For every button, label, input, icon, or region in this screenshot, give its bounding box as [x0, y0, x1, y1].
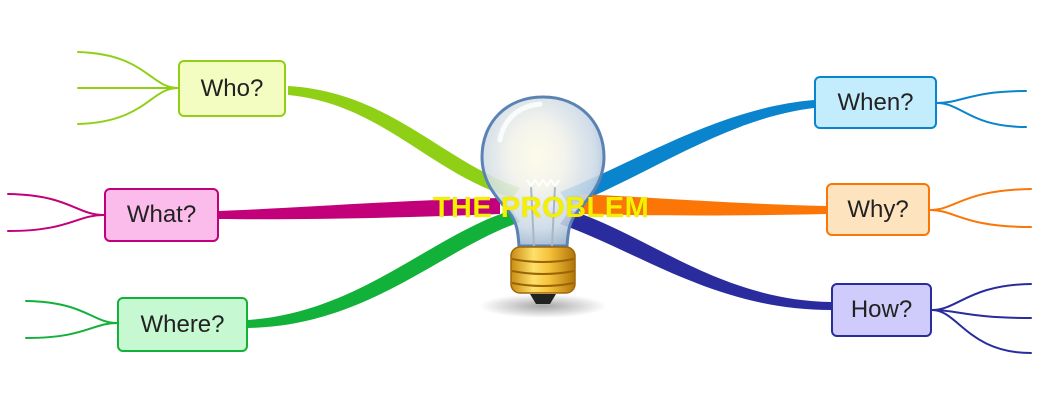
branch-when-connector	[560, 100, 814, 206]
branch-how	[560, 210, 1032, 354]
topic-how[interactable]: How?	[831, 283, 932, 337]
central-topic[interactable]: THE PROBLEM	[432, 191, 650, 224]
topic-why-label: Why?	[847, 195, 909, 223]
branch-when	[560, 90, 1027, 206]
branch-who-connector	[288, 86, 520, 198]
branch-what-connector	[219, 198, 500, 220]
branch-who-subline-3	[77, 87, 179, 125]
topic-who[interactable]: Who?	[178, 60, 286, 117]
light-bulb-icon	[479, 95, 607, 318]
branch-how-subline-3	[931, 309, 1032, 354]
branch-how-subline-1	[931, 283, 1032, 311]
branch-why-subline-1	[929, 188, 1032, 211]
topic-where-label: Where?	[140, 310, 225, 338]
topic-who-label: Who?	[200, 74, 264, 102]
branch-what	[7, 193, 500, 232]
branch-what-subline-2	[7, 214, 105, 232]
branch-where-subline-1	[25, 300, 118, 324]
branch-who	[77, 51, 520, 198]
branch-why-connector	[580, 194, 826, 216]
topic-how-label: How?	[850, 296, 913, 323]
branch-where	[25, 210, 520, 339]
branch-where-connector	[248, 210, 520, 328]
topic-when[interactable]: When?	[814, 76, 937, 129]
topic-where[interactable]: Where?	[117, 297, 248, 352]
branches	[7, 51, 1032, 354]
topic-why[interactable]: Why?	[826, 183, 930, 236]
branch-who-subline-1	[77, 51, 179, 89]
branch-when-subline-1	[936, 90, 1027, 104]
branch-how-subline-2	[931, 309, 1032, 319]
topic-what[interactable]: What?	[104, 188, 219, 242]
branch-how-connector	[560, 210, 831, 310]
branch-why	[580, 188, 1032, 228]
topic-when-label: When?	[837, 88, 914, 116]
topic-what-label: What?	[126, 201, 197, 228]
branch-when-subline-2	[936, 102, 1027, 128]
branch-where-subline-2	[25, 322, 118, 339]
branch-why-subline-2	[929, 209, 1032, 228]
branch-what-subline-1	[7, 193, 105, 216]
